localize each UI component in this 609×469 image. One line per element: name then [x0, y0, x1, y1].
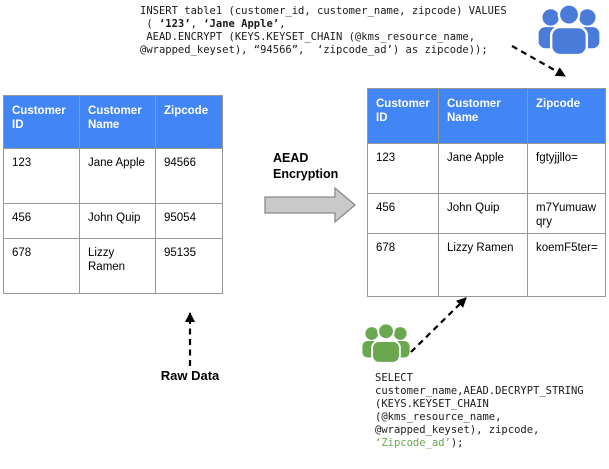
code-text: (@kms_resource_name,: [375, 411, 502, 423]
column-header: Customer ID: [3, 95, 80, 149]
code-text-green: ‘Zipcode_ad’: [375, 437, 451, 449]
code-line: (@kms_resource_name,: [375, 411, 584, 424]
code-text-bold: ‘Jane Apple’: [203, 18, 280, 30]
code-line: (KEYS.KEYSET_CHAIN: [375, 398, 584, 411]
table-cell: Jane Apple: [79, 148, 156, 204]
encryption-block-arrow: [264, 186, 357, 224]
table-row: 456 John Quip 95054: [3, 203, 223, 239]
code-line: INSERT table1 (customer_id, customer_nam…: [140, 5, 507, 18]
select-flow-dashed-arrow: [410, 297, 467, 353]
table-row: 678 Lizzy Ramen koemF5ter=: [367, 233, 606, 297]
column-header: Customer ID: [367, 88, 439, 144]
table-cell: John Quip: [438, 193, 528, 234]
code-text: ,: [279, 18, 286, 30]
encrypted-data-table: Customer ID Customer Name Zipcode 123 Ja…: [367, 88, 606, 297]
table-row: 123 Jane Apple fgtyjjllo=: [367, 143, 606, 194]
table-header-row: Customer ID Customer Name Zipcode: [3, 95, 223, 149]
code-text: SELECT: [375, 372, 413, 384]
table-cell: 456: [367, 193, 439, 234]
code-line: customer_name,AEAD.DECRYPT_STRING: [375, 385, 584, 398]
table-cell: 456: [3, 203, 80, 239]
table-cell: 678: [367, 233, 439, 297]
people-group-icon: [362, 322, 410, 364]
code-text: @wrapped_keyset), “94566”, ‘zipcode_ad’)…: [140, 44, 488, 56]
code-text: INSERT table1 (customer_id, customer_nam…: [140, 5, 507, 17]
raw-data-label: Raw Data: [160, 368, 220, 383]
table-row: 678 Lizzy Ramen 95135: [3, 238, 223, 294]
code-text: customer_name,AEAD.DECRYPT_STRING: [375, 385, 584, 397]
table-cell: 123: [3, 148, 80, 204]
table-cell: 95135: [155, 238, 223, 294]
code-line: AEAD.ENCRYPT (KEYS.KEYSET_CHAIN (@kms_re…: [140, 31, 507, 44]
code-text: @wrapped_keyset), zipcode,: [375, 424, 540, 436]
code-text: (: [140, 18, 159, 30]
table-cell: 123: [367, 143, 439, 194]
table-cell: fgtyjjllo=: [527, 143, 606, 194]
code-line: ‘Zipcode_ad’);: [375, 437, 584, 450]
people-group-icon: [538, 3, 600, 56]
table-cell: Lizzy Ramen: [438, 233, 528, 297]
table-cell: m7Yumuawqry: [527, 193, 606, 234]
table-cell: koemF5ter=: [527, 233, 606, 297]
table-header-row: Customer ID Customer Name Zipcode: [367, 88, 606, 144]
select-sql-code: SELECT customer_name,AEAD.DECRYPT_STRING…: [375, 372, 584, 450]
code-line: ( ‘123’, ‘Jane Apple’,: [140, 18, 507, 31]
code-line: @wrapped_keyset), “94566”, ‘zipcode_ad’)…: [140, 44, 507, 57]
column-header: Zipcode: [527, 88, 606, 144]
column-header: Zipcode: [155, 95, 223, 149]
code-line: @wrapped_keyset), zipcode,: [375, 424, 584, 437]
code-text-bold: ‘123’: [158, 18, 191, 30]
insert-sql-code: INSERT table1 (customer_id, customer_nam…: [140, 5, 507, 57]
aead-encryption-label: AEAD Encryption: [273, 151, 339, 181]
code-text: AEAD.ENCRYPT (KEYS.KEYSET_CHAIN (@kms_re…: [140, 31, 476, 43]
table-cell: John Quip: [79, 203, 156, 239]
table-cell: Jane Apple: [438, 143, 528, 194]
raw-data-table: Customer ID Customer Name Zipcode 123 Ja…: [3, 95, 223, 294]
table-row: 456 John Quip m7Yumuawqry: [367, 193, 606, 234]
code-text: (KEYS.KEYSET_CHAIN: [375, 398, 489, 410]
code-text: );: [450, 437, 464, 449]
code-line: SELECT: [375, 372, 584, 385]
column-header: Customer Name: [79, 95, 156, 149]
table-row: 123 Jane Apple 94566: [3, 148, 223, 204]
table-cell: 94566: [155, 148, 223, 204]
table-cell: 678: [3, 238, 80, 294]
table-cell: Lizzy Ramen: [79, 238, 156, 294]
column-header: Customer Name: [438, 88, 528, 144]
table-cell: 95054: [155, 203, 223, 239]
code-text: ,: [190, 18, 204, 30]
